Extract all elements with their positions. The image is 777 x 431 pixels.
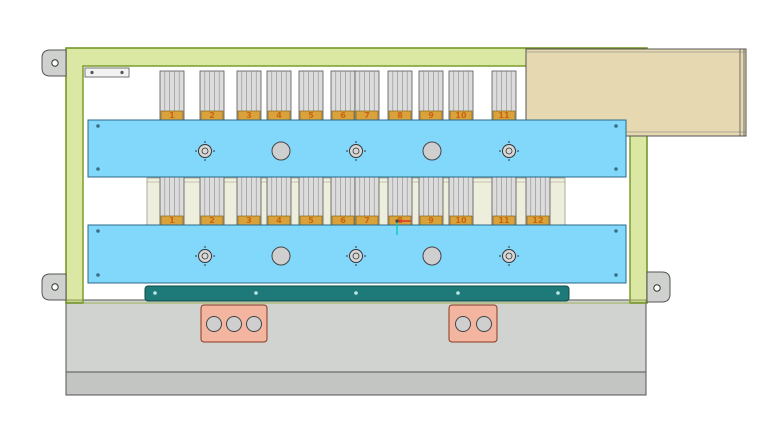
mounting-hole-icon bbox=[153, 291, 157, 295]
mounting-hole-icon bbox=[653, 284, 661, 292]
fuse-number: 5 bbox=[308, 216, 314, 225]
axis-triad-icon bbox=[395, 219, 411, 235]
fuse-number: 1 bbox=[169, 216, 175, 225]
fuse-bottom_row-10[interactable]: 10 bbox=[448, 176, 474, 226]
fuse-top_row-9[interactable]: 9 bbox=[418, 70, 444, 121]
busbar-upper[interactable] bbox=[87, 119, 627, 178]
mounting-hole-icon bbox=[120, 70, 124, 75]
fuse-number: 3 bbox=[246, 111, 252, 120]
mounting-hole-icon bbox=[206, 316, 222, 332]
fuse-bottom_row-3[interactable]: 3 bbox=[236, 176, 262, 226]
fuse-top_row-4[interactable]: 4 bbox=[266, 70, 292, 121]
mounting-hole-icon bbox=[254, 291, 258, 295]
mounting-hole-icon bbox=[556, 291, 560, 295]
fuse-bottom_row-6[interactable]: 6 bbox=[330, 176, 356, 226]
mounting-hole-icon bbox=[96, 167, 100, 171]
mounting-hole-icon bbox=[476, 316, 492, 332]
mounting-hole-icon bbox=[246, 316, 262, 332]
busbar-hole bbox=[422, 246, 442, 266]
busbar-hole bbox=[422, 141, 442, 161]
base-plate-body bbox=[65, 299, 647, 373]
fuse-bottom_row-8[interactable]: 8 bbox=[387, 176, 413, 226]
fuse-top_row-1[interactable]: 1 bbox=[159, 70, 185, 121]
busbar-hole bbox=[271, 141, 291, 161]
fuse-number: 6 bbox=[340, 216, 346, 225]
terminal-pad-right[interactable] bbox=[448, 304, 498, 343]
fuse-number: 11 bbox=[498, 216, 510, 225]
center-mark-icon bbox=[499, 246, 519, 266]
mounting-hole-icon bbox=[614, 124, 618, 128]
mounting-hole-icon bbox=[614, 167, 618, 171]
mounting-tab-left-bottom[interactable] bbox=[41, 273, 67, 301]
fuse-bottom_row-7[interactable]: 7 bbox=[354, 176, 380, 226]
fuse-number: 4 bbox=[276, 216, 282, 225]
center-mark-icon bbox=[346, 246, 366, 266]
fuse-bottom_row-9[interactable]: 9 bbox=[418, 176, 444, 226]
mounting-hole-icon bbox=[614, 229, 618, 233]
fuse-number: 7 bbox=[364, 216, 370, 225]
fuse-top_row-6[interactable]: 6 bbox=[330, 70, 356, 121]
fuse-bottom_row-5[interactable]: 5 bbox=[298, 176, 324, 226]
fuse-bottom_row-11[interactable]: 11 bbox=[491, 176, 517, 226]
fuse-bottom_row-4[interactable]: 4 bbox=[266, 176, 292, 226]
mounting-hole-icon bbox=[354, 291, 358, 295]
fuse-bottom_row-12[interactable]: 12 bbox=[525, 176, 551, 226]
mounting-tab-right-bottom[interactable] bbox=[646, 271, 671, 303]
fuse-number: 12 bbox=[532, 216, 543, 225]
top-left-bracket bbox=[84, 67, 130, 78]
fuse-number: 10 bbox=[455, 216, 467, 225]
fuse-number: 6 bbox=[340, 111, 346, 120]
fuse-top_row-10[interactable]: 10 bbox=[448, 70, 474, 121]
fuse-number: 4 bbox=[276, 111, 282, 120]
fuse-number: 7 bbox=[364, 111, 370, 120]
fuse-number: 9 bbox=[428, 111, 434, 120]
mounting-hole-icon bbox=[51, 283, 59, 291]
mounting-hole-icon bbox=[96, 124, 100, 128]
mounting-hole-icon bbox=[614, 273, 618, 277]
fuse-top_row-3[interactable]: 3 bbox=[236, 70, 262, 121]
fuse-number: 2 bbox=[209, 216, 215, 225]
fuse-number: 3 bbox=[246, 216, 252, 225]
fuse-number: 9 bbox=[428, 216, 434, 225]
mounting-hole-icon bbox=[96, 229, 100, 233]
mounting-tab-left-top[interactable] bbox=[41, 49, 67, 77]
terminal-bar[interactable] bbox=[144, 285, 570, 302]
fuse-number: 10 bbox=[455, 111, 467, 120]
fuse-number: 2 bbox=[209, 111, 215, 120]
fuse-top_row-5[interactable]: 5 bbox=[298, 70, 324, 121]
fuse-number: 1 bbox=[169, 111, 175, 120]
center-mark-icon bbox=[195, 141, 215, 161]
fuse-number: 11 bbox=[498, 111, 510, 120]
center-mark-icon bbox=[499, 141, 519, 161]
fuse-row-top: 1 2 3 4 5 6 7 8 9 10 11 bbox=[159, 70, 517, 121]
base-plate[interactable] bbox=[65, 299, 647, 396]
center-mark-icon bbox=[346, 141, 366, 161]
fuse-number: 5 bbox=[308, 111, 314, 120]
fuse-top_row-8[interactable]: 8 bbox=[387, 70, 413, 121]
fuse-top_row-11[interactable]: 11 bbox=[491, 70, 517, 121]
terminal-pad-left[interactable] bbox=[200, 304, 268, 343]
center-mark-icon bbox=[195, 246, 215, 266]
base-plate-lower bbox=[65, 371, 647, 396]
fuse-top_row-2[interactable]: 2 bbox=[199, 70, 225, 121]
busbar-hole bbox=[271, 246, 291, 266]
fuse-number: 8 bbox=[397, 111, 403, 120]
mounting-hole-icon bbox=[90, 70, 94, 75]
mounting-hole-icon bbox=[96, 273, 100, 277]
mounting-hole-icon bbox=[226, 316, 242, 332]
busbar-lower[interactable] bbox=[87, 224, 627, 284]
fuse-top_row-7[interactable]: 7 bbox=[354, 70, 380, 121]
fuse-bottom_row-2[interactable]: 2 bbox=[199, 176, 225, 226]
mounting-hole-icon bbox=[51, 59, 59, 67]
mounting-hole-icon bbox=[455, 316, 471, 332]
mounting-hole-icon bbox=[456, 291, 460, 295]
fuse-bottom_row-1[interactable]: 1 bbox=[159, 176, 185, 226]
